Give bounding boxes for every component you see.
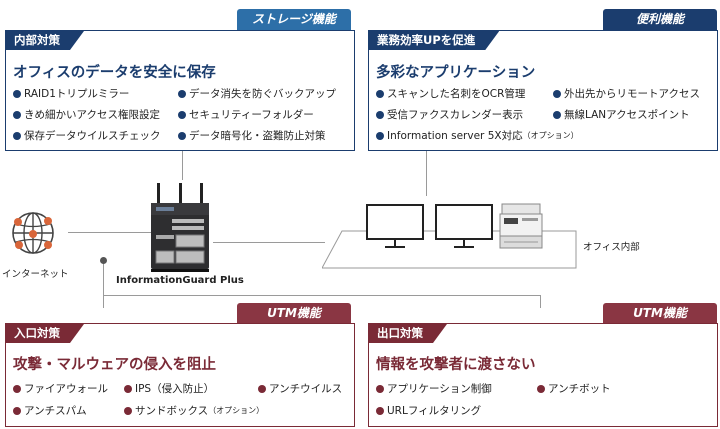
convenience-headline: 多彩なアプリケーション	[376, 65, 536, 81]
connector-device-office	[213, 242, 325, 243]
entrance-panel: 入口対策 攻撃・マルウェアの侵入を阻止 ファイアウォール IPS（侵入防止） ア…	[5, 323, 355, 427]
storage-item: きめ細かいアクセス権限設定	[13, 107, 160, 122]
connector-utm-vertical	[103, 260, 104, 308]
storage-item: データ暗号化・盗難防止対策	[178, 128, 326, 143]
bullet-icon	[13, 406, 21, 415]
entrance-item: アンチウイルス	[258, 381, 342, 396]
convenience-item: 無線LANアクセスポイント	[553, 107, 690, 122]
convenience-panel-label: 業務効率UPを促進	[369, 31, 499, 50]
bullet-icon	[13, 384, 21, 393]
tab-convenience-features: 便利機能	[603, 9, 717, 30]
entrance-headline: 攻撃・マルウェアの侵入を阻止	[13, 357, 216, 373]
exit-item: URLフィルタリング	[376, 403, 481, 418]
tab-storage-features: ストレージ機能	[237, 9, 351, 30]
tab-utm-features: UTM機能	[237, 303, 351, 324]
bullet-icon	[376, 131, 384, 140]
storage-headline: オフィスのデータを安全に保存	[13, 65, 216, 81]
bullet-icon	[13, 131, 21, 140]
storage-item: 保存データウイルスチェック	[13, 128, 161, 143]
bullet-icon	[178, 89, 186, 98]
connector-storage-device	[182, 150, 183, 180]
bullet-icon	[13, 110, 21, 119]
bullet-icon	[13, 89, 21, 98]
internet-label: インターネット	[2, 269, 69, 280]
exit-item: アンチボット	[537, 381, 611, 396]
storage-item: データ消失を防ぐバックアップ	[178, 86, 336, 101]
convenience-item: スキャンした名刺をOCR管理	[376, 86, 525, 101]
bullet-icon	[553, 110, 561, 119]
storage-item: セキュリティーフォルダー	[178, 107, 314, 122]
connection-dot-icon	[100, 257, 107, 264]
office-label: オフィス内部	[583, 242, 640, 253]
bullet-icon	[553, 89, 561, 98]
storage-item: RAID1トリプルミラー	[13, 86, 129, 101]
bullet-icon	[178, 110, 186, 119]
entrance-item: サンドボックス（オプション）	[124, 403, 264, 418]
convenience-item: 外出先からリモートアクセス	[553, 86, 700, 101]
entrance-item: ファイアウォール	[13, 381, 108, 396]
bullet-icon	[376, 89, 384, 98]
connector-utm-exit	[540, 295, 541, 308]
exit-panel-label: 出口対策	[369, 324, 447, 343]
entrance-panel-label: 入口対策	[6, 324, 84, 343]
monitor-icon	[365, 204, 425, 250]
server-device-icon	[148, 183, 214, 273]
storage-panel-label: 内部対策	[6, 31, 84, 50]
exit-panel: 出口対策 情報を攻撃者に渡さない アプリケーション制御 アンチボット URLフィ…	[368, 323, 718, 427]
exit-item: アプリケーション制御	[376, 381, 492, 396]
printer-icon	[498, 202, 544, 250]
convenience-panel: 業務効率UPを促進 多彩なアプリケーション スキャンした名刺をOCR管理 外出先…	[368, 30, 718, 151]
connector-internet-device	[68, 232, 154, 233]
monitor-icon	[434, 204, 494, 250]
globe-icon	[7, 207, 59, 259]
device-label: InformationGuard Plus	[116, 275, 244, 286]
convenience-item: Information server 5X対応（オプション）	[376, 128, 579, 143]
bullet-icon	[376, 406, 384, 415]
bullet-icon	[258, 384, 266, 393]
entrance-item: アンチスパム	[13, 403, 87, 418]
bullet-icon	[178, 131, 186, 140]
storage-panel: 内部対策 オフィスのデータを安全に保存 RAID1トリプルミラー データ消失を防…	[5, 30, 355, 151]
bullet-icon	[124, 384, 132, 393]
bullet-icon	[124, 406, 132, 415]
convenience-item: 受信ファクスカレンダー表示	[376, 107, 523, 122]
tab-utm-features: UTM機能	[603, 303, 717, 324]
bullet-icon	[537, 384, 545, 393]
connector-utm-horizontal	[103, 295, 540, 296]
connector-app-office	[426, 150, 427, 196]
bullet-icon	[376, 110, 384, 119]
bullet-icon	[376, 384, 384, 393]
entrance-item: IPS（侵入防止）	[124, 381, 214, 396]
exit-headline: 情報を攻撃者に渡さない	[376, 357, 536, 373]
